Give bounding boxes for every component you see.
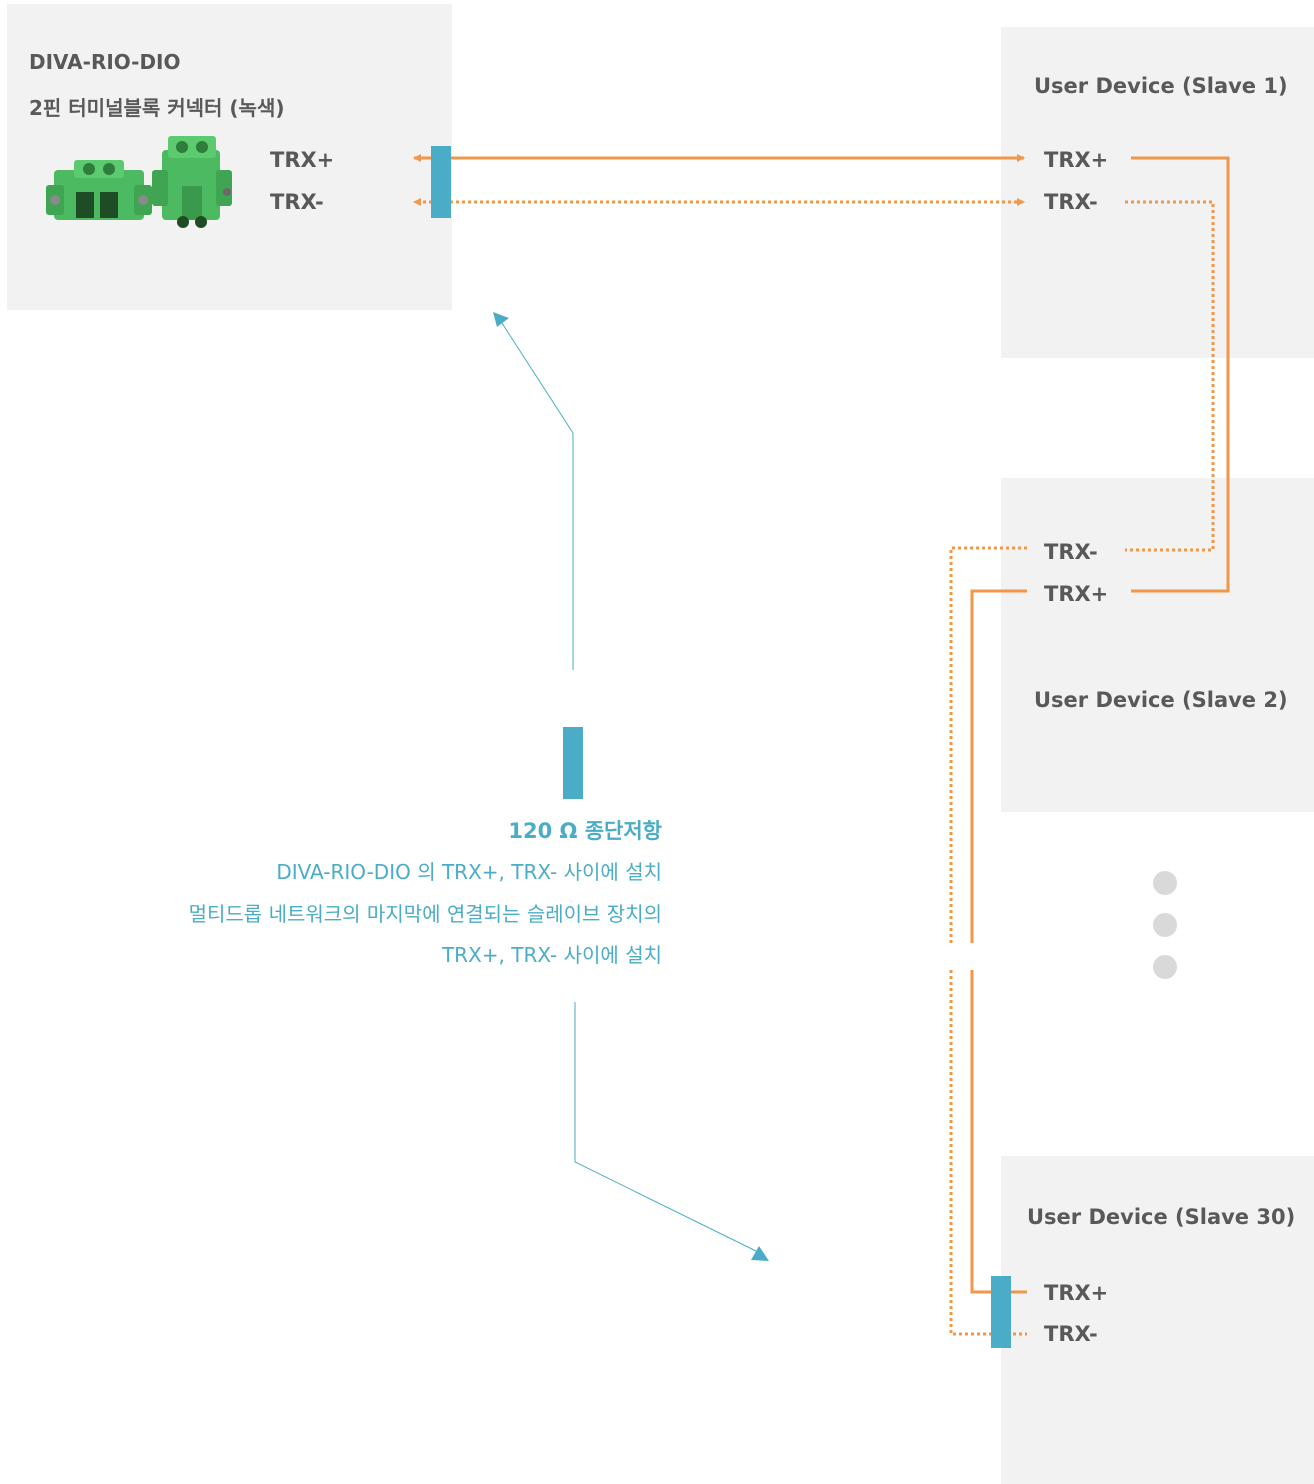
resistor-master bbox=[431, 146, 451, 218]
slave-2-pin-plus: TRX+ bbox=[1044, 582, 1109, 606]
resistor-note-title: 120 Ω 종단저항 bbox=[508, 819, 662, 843]
slave-1-pin-plus: TRX+ bbox=[1044, 148, 1109, 172]
resistor-note-line-1: DIVA-RIO-DIO 의 TRX+, TRX- 사이에 설치 bbox=[276, 860, 662, 884]
slave-1-title: User Device (Slave 1) bbox=[1034, 74, 1288, 98]
wire-trx-plus-slave2-out bbox=[970, 589, 1027, 943]
slave-30-panel bbox=[1001, 1156, 1314, 1484]
wire-trx-plus-slave30-in bbox=[970, 970, 1027, 1294]
slave-2-title: User Device (Slave 2) bbox=[1034, 688, 1288, 712]
master-pin-plus: TRX+ bbox=[270, 148, 335, 172]
master-pin-minus: TRX- bbox=[270, 190, 324, 214]
slave-1-panel bbox=[1001, 27, 1314, 358]
master-name: DIVA-RIO-DIO bbox=[29, 50, 181, 74]
resistor-note-line-2: 멀티드롭 네트워크의 마지막에 연결되는 슬레이브 장치의 bbox=[188, 902, 662, 926]
slave-2-pin-minus: TRX- bbox=[1044, 540, 1098, 564]
slave-30-title: User Device (Slave 30) bbox=[1027, 1205, 1296, 1229]
callout-arrow-to-master bbox=[493, 312, 509, 327]
master-connector-label: 2핀 터미널블록 커넥터 (녹색) bbox=[29, 96, 285, 120]
callout-line-to-master bbox=[499, 319, 574, 670]
slave-2-panel bbox=[1001, 478, 1314, 812]
resistor-legend bbox=[563, 727, 583, 799]
resistor-note-line-3: TRX+, TRX- 사이에 설치 bbox=[441, 943, 662, 967]
resistor-slave30 bbox=[991, 1276, 1011, 1348]
wire-trx-minus-slave2-out bbox=[949, 546, 1027, 943]
wire-trx-minus-slave30-in bbox=[949, 970, 1027, 1336]
wire-trx-minus-slave1-slave2 bbox=[1125, 200, 1215, 552]
callout-line-to-slave30 bbox=[574, 1002, 759, 1253]
wire-trx-plus-slave1-slave2 bbox=[1131, 156, 1230, 593]
terminal-block-connector-icon bbox=[46, 136, 232, 228]
ellipsis-dot bbox=[1153, 955, 1177, 979]
slave-30-pin-plus: TRX+ bbox=[1044, 1281, 1109, 1305]
slave-30-pin-minus: TRX- bbox=[1044, 1322, 1098, 1346]
ellipsis-dot bbox=[1153, 913, 1177, 937]
slave-1-pin-minus: TRX- bbox=[1044, 190, 1098, 214]
master-panel bbox=[7, 4, 452, 310]
ellipsis-dot bbox=[1153, 871, 1177, 895]
callout-arrow-to-slave30 bbox=[751, 1246, 769, 1261]
